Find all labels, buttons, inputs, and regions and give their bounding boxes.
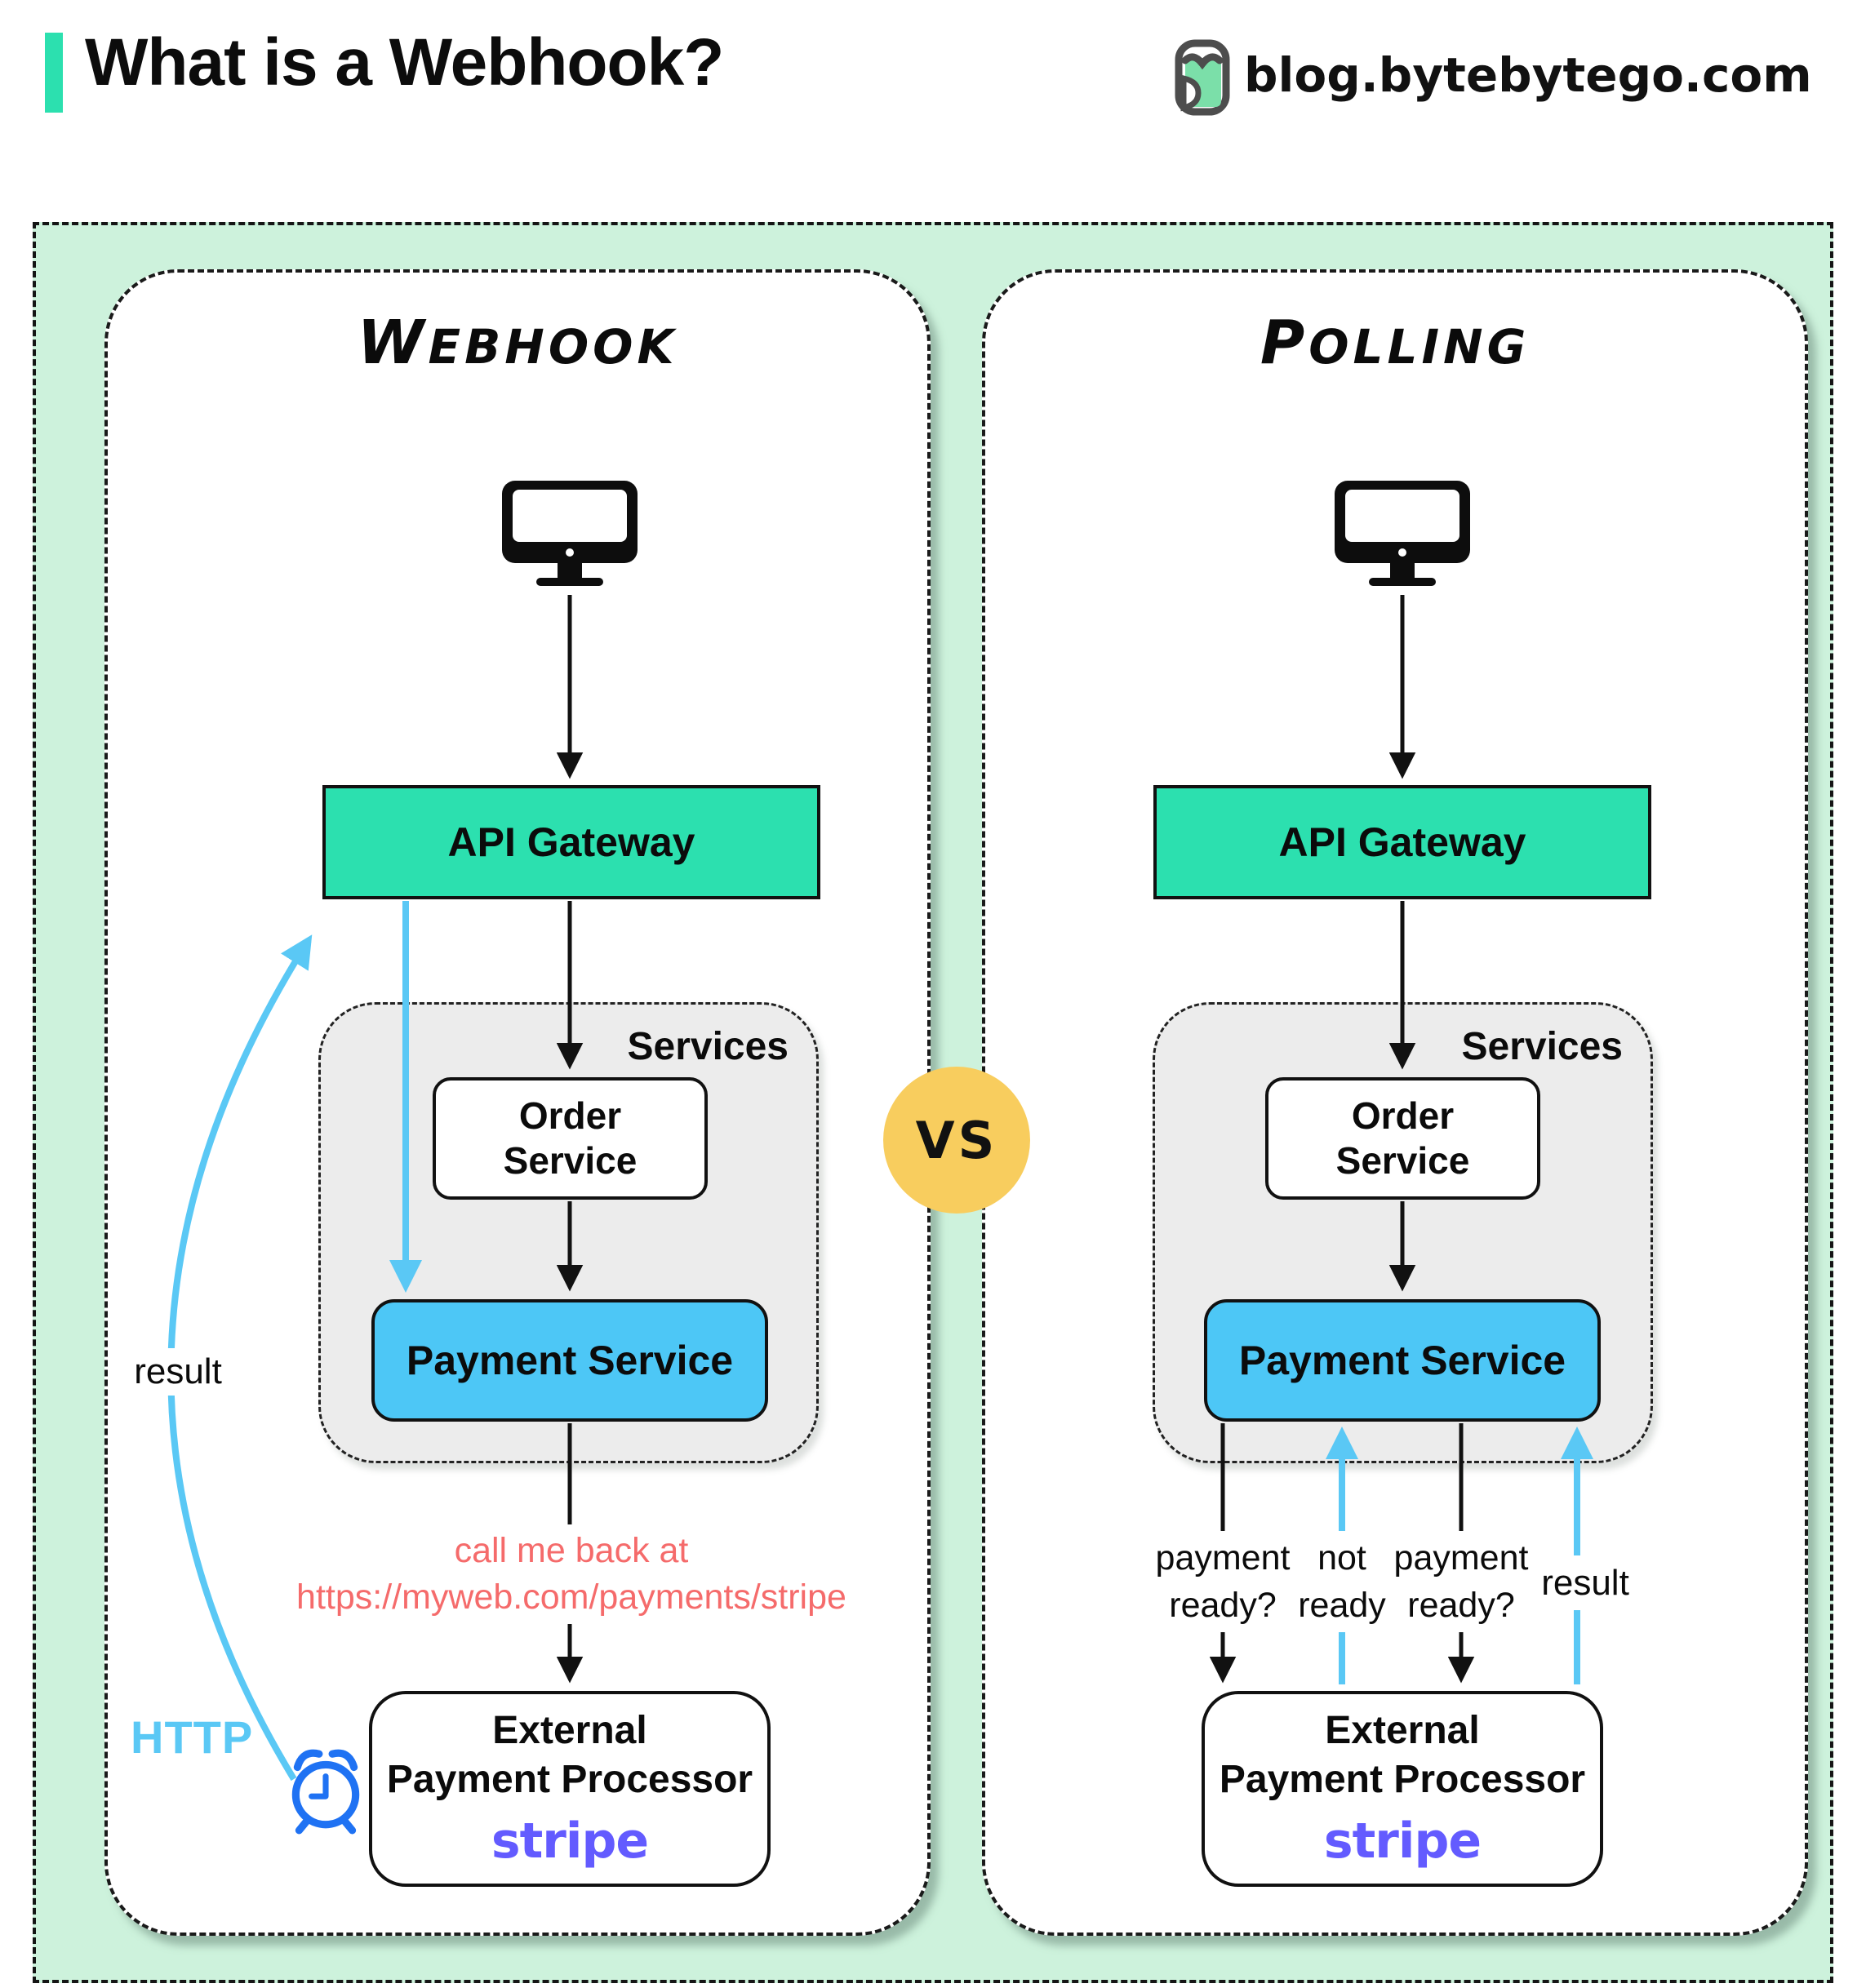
api-gateway-label: API Gateway bbox=[447, 819, 695, 865]
services-label: Services bbox=[1461, 1025, 1623, 1068]
desktop-computer-icon bbox=[502, 481, 638, 587]
external-payment-processor-box-webhook: External Payment Processor stripe bbox=[369, 1691, 771, 1887]
order-service-label-line1: Order bbox=[1351, 1094, 1455, 1137]
payment-ready-label-1: payment ready? bbox=[1148, 1531, 1297, 1633]
callback-note: call me back at https://myweb.com/paymen… bbox=[260, 1524, 883, 1624]
callback-url: https://myweb.com/payments/stripe bbox=[296, 1577, 846, 1617]
order-service-box-webhook: Order Service bbox=[433, 1077, 708, 1200]
not-ready-label: not ready bbox=[1291, 1531, 1393, 1633]
webhook-panel-title: Webhook bbox=[357, 307, 678, 378]
stripe-logo: stripe bbox=[1323, 1812, 1482, 1870]
page-title: What is a Webhook? bbox=[85, 25, 724, 100]
payment-service-label: Payment Service bbox=[1238, 1338, 1566, 1383]
site-url: blog.bytebytego.com bbox=[1244, 47, 1812, 103]
order-service-label-line2: Service bbox=[503, 1139, 638, 1182]
polling-panel-title: Polling bbox=[1260, 307, 1531, 378]
external-label-line2: Payment Processor bbox=[386, 1757, 753, 1801]
stripe-logo: stripe bbox=[491, 1812, 649, 1870]
external-label-line1: External bbox=[492, 1708, 647, 1752]
external-label-line2: Payment Processor bbox=[1219, 1757, 1586, 1801]
title-accent-bar bbox=[45, 33, 63, 113]
api-gateway-box-webhook: API Gateway bbox=[322, 785, 820, 899]
order-service-label-line1: Order bbox=[518, 1094, 622, 1137]
desktop-computer-icon bbox=[1335, 481, 1470, 587]
order-service-box-polling: Order Service bbox=[1265, 1077, 1540, 1200]
result-label-webhook: result bbox=[124, 1348, 232, 1396]
payment-service-box-webhook: Payment Service bbox=[371, 1299, 768, 1422]
payment-service-box-polling: Payment Service bbox=[1204, 1299, 1601, 1422]
services-label: Services bbox=[627, 1025, 789, 1068]
order-service-label-line2: Service bbox=[1335, 1139, 1470, 1182]
alarm-clock-icon bbox=[284, 1745, 367, 1836]
vs-label: VS bbox=[915, 1110, 998, 1170]
external-label-line1: External bbox=[1325, 1708, 1480, 1752]
vs-badge: VS bbox=[883, 1067, 1030, 1214]
external-payment-processor-box-polling: External Payment Processor stripe bbox=[1202, 1691, 1603, 1887]
payment-ready-label-2: payment ready? bbox=[1387, 1531, 1535, 1633]
callback-line1: call me back at bbox=[454, 1531, 689, 1570]
payment-service-label: Payment Service bbox=[406, 1338, 734, 1383]
result-label-polling: result bbox=[1535, 1555, 1636, 1611]
bytebytego-logo-icon bbox=[1174, 39, 1231, 116]
api-gateway-label: API Gateway bbox=[1278, 819, 1526, 865]
api-gateway-box-polling: API Gateway bbox=[1153, 785, 1651, 899]
http-label: HTTP bbox=[131, 1711, 254, 1763]
